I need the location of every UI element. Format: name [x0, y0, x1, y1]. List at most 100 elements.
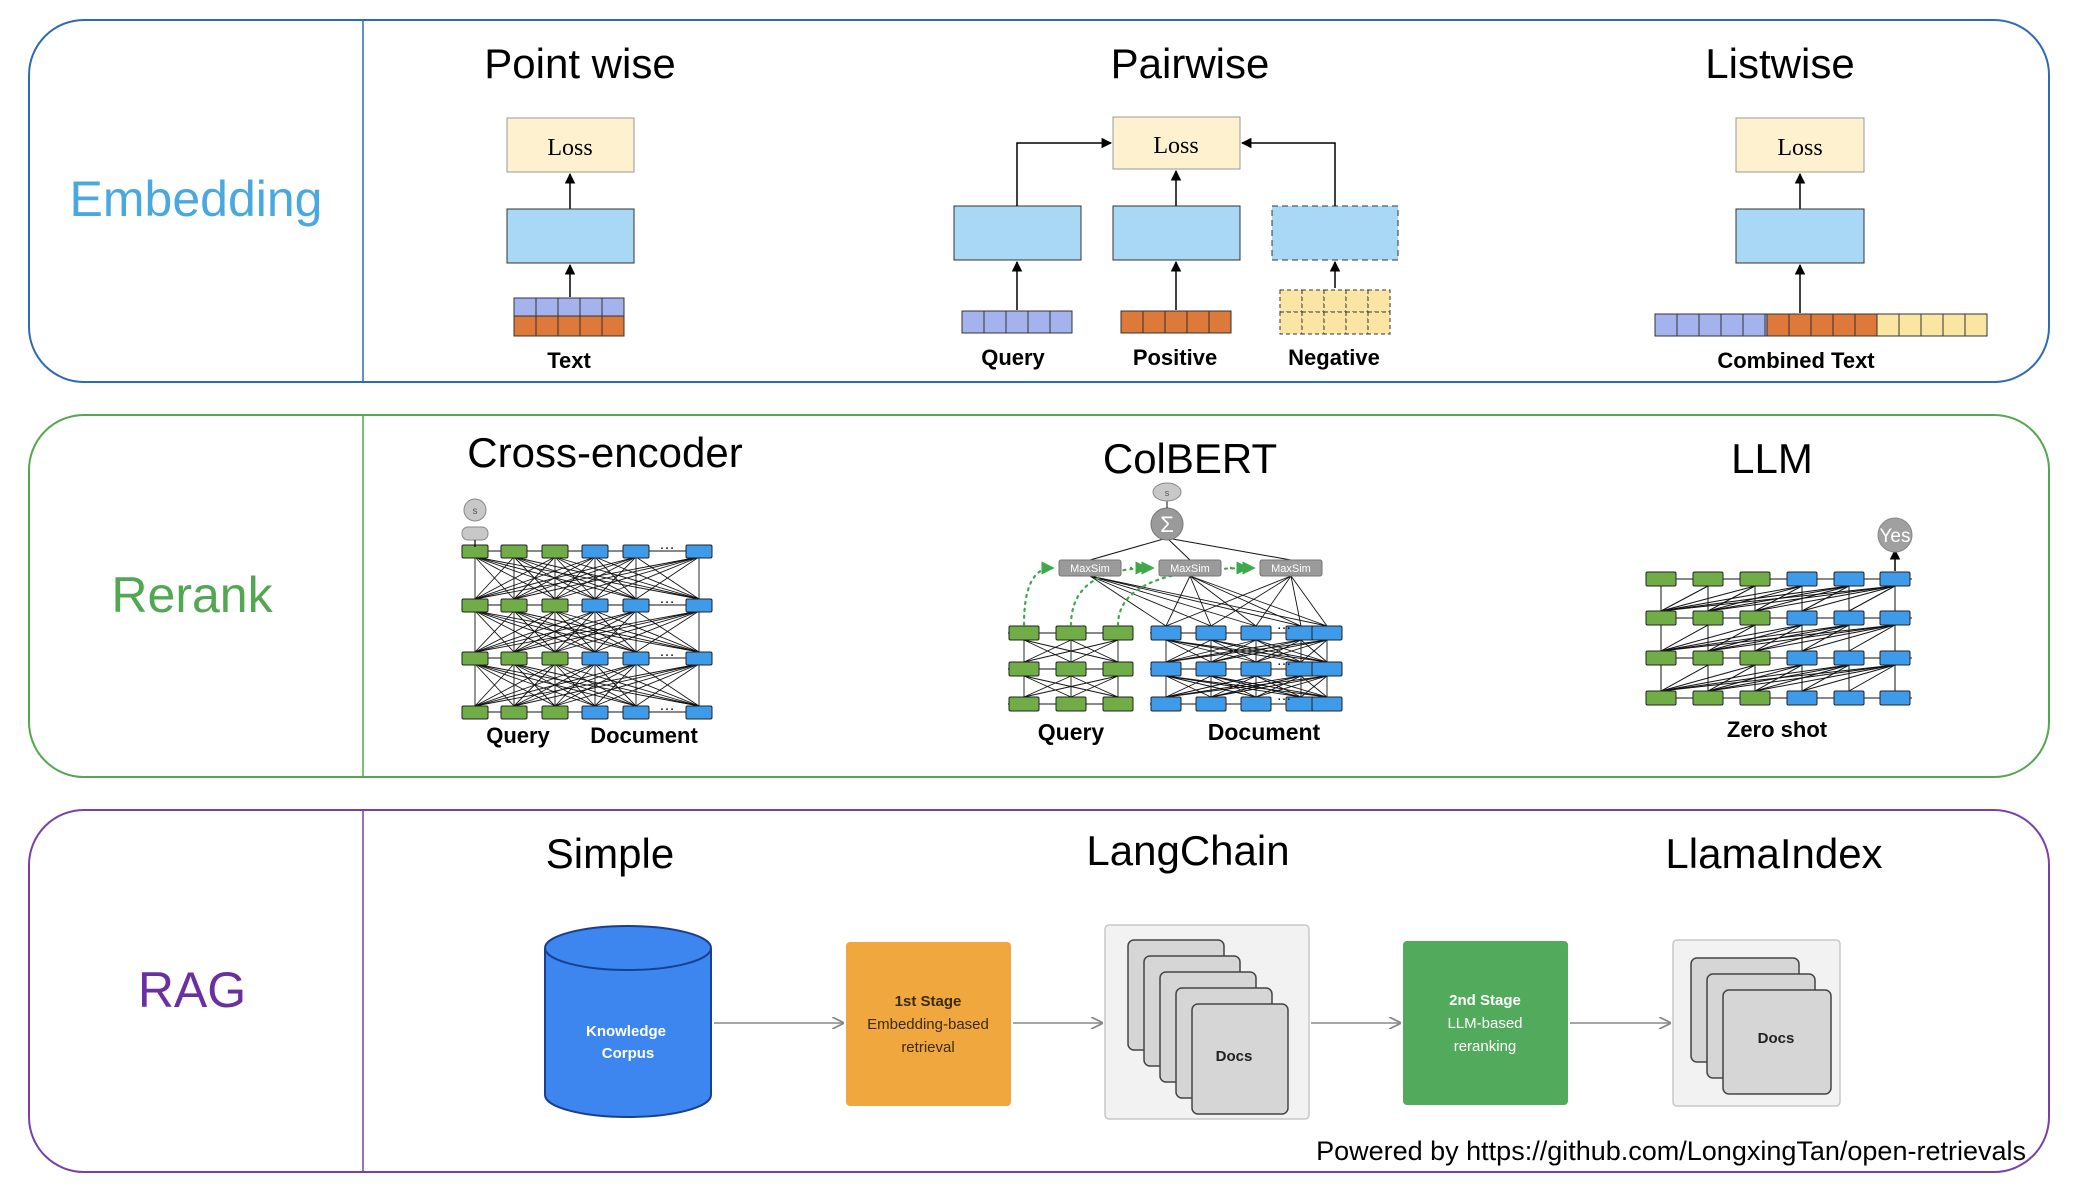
attention-link [554, 663, 637, 707]
query-token [513, 297, 537, 317]
query-token [1676, 313, 1700, 337]
stage1-line3: retrieval [901, 1039, 954, 1056]
document-node [581, 705, 609, 720]
causal-links [1660, 585, 1896, 692]
llm-panel: LLM Yes Zero shot [1645, 435, 1913, 742]
query-token [535, 297, 559, 317]
negative-token [1898, 313, 1922, 337]
query-token [961, 310, 985, 334]
generated-node [1786, 571, 1818, 587]
rag-row: RAG [28, 809, 2050, 1173]
document-link [1300, 639, 1328, 663]
query-node [461, 651, 489, 666]
query-node [500, 544, 528, 559]
query-node [1008, 661, 1040, 677]
query-node [1008, 625, 1040, 641]
causal-link [1660, 585, 1709, 612]
maxsim-link [1089, 575, 1257, 627]
positive-token [513, 315, 537, 337]
pointwise-loss-box [506, 117, 635, 173]
document-link [1165, 639, 1302, 663]
maxsim-link [1189, 575, 1212, 627]
query-node [541, 651, 569, 666]
query-link [1023, 639, 1119, 663]
causal-link [1660, 624, 1709, 652]
generated-node [1833, 610, 1865, 626]
prompt-node [1739, 650, 1771, 666]
prompt-node [1692, 610, 1724, 626]
pairwise-tokens [961, 289, 1391, 335]
ellipsis-label: … [659, 536, 675, 553]
causal-link [1801, 624, 1850, 652]
pairwise-positive-encoder [1112, 205, 1241, 261]
attention-link [554, 663, 700, 707]
query-to-maxsim-arrow [1116, 561, 1256, 627]
cross-encoder-network: ………… [461, 536, 713, 720]
causal-link [1848, 664, 1896, 692]
query-node [541, 705, 569, 720]
positive-token [1766, 313, 1790, 337]
prompt-node [1739, 610, 1771, 626]
prompt-node [1739, 571, 1771, 587]
maxsim-label: MaxSim [1070, 563, 1110, 575]
query-token [1049, 310, 1073, 334]
document-node [581, 651, 609, 666]
maxsim-link [1255, 575, 1292, 627]
document-link [1255, 675, 1328, 698]
attention-link [474, 610, 596, 653]
attention-link [474, 556, 637, 600]
negative-token [1345, 289, 1369, 313]
rerank-row: Rerank [28, 414, 2050, 778]
negative-token [1323, 311, 1347, 335]
pointwise-title: Point wise [484, 40, 675, 87]
maxsim-link [1089, 575, 1328, 627]
positive-token [1208, 310, 1232, 334]
document-node [1150, 696, 1182, 712]
attention-link [474, 663, 515, 707]
maxsim-box [1259, 559, 1323, 577]
llm-output-label: Yes [1880, 526, 1911, 547]
stage2-line2: LLM-based [1447, 1015, 1522, 1032]
stage1-line2: Embedding-based [867, 1016, 989, 1033]
prompt-node [1692, 690, 1724, 706]
attention-link [474, 663, 700, 707]
document-link [1165, 675, 1257, 698]
maxsim-link [1089, 575, 1167, 627]
document-node [685, 651, 713, 666]
document-node [1195, 625, 1227, 641]
attention-link [594, 556, 637, 600]
doc-page [1722, 989, 1832, 1095]
listwise-input-label: Combined Text [1717, 348, 1875, 373]
retrieved-docs-stack [1127, 939, 1289, 1115]
generated-node [1879, 571, 1911, 587]
query-node [1102, 625, 1134, 641]
stage2-line1: 2nd Stage [1449, 992, 1521, 1009]
colbert-title: ColBERT [1103, 435, 1277, 482]
query-node [1102, 696, 1134, 712]
pairwise-panel: Pairwise Loss Query Positive Negative [953, 40, 1399, 370]
causal-link [1801, 585, 1850, 612]
query-token [983, 310, 1007, 334]
query-token [1742, 313, 1766, 337]
positive-token [579, 315, 603, 337]
document-node [622, 705, 650, 720]
prompt-node [1645, 650, 1677, 666]
query-token [579, 297, 603, 317]
attention-link [474, 610, 637, 653]
document-node [685, 705, 713, 720]
generated-node [1833, 690, 1865, 706]
attention-link [474, 610, 700, 653]
document-link [1210, 639, 1302, 663]
document-node [1195, 696, 1227, 712]
negative-token [1279, 311, 1303, 335]
attention-link [554, 610, 700, 653]
pairwise-negative-encoder [1271, 205, 1399, 261]
colbert-layer-links [1023, 639, 1328, 698]
cross-encoder-score-label: s [473, 506, 478, 517]
attention-link [513, 610, 637, 653]
document-node [1150, 661, 1182, 677]
document-node [685, 544, 713, 559]
maxsim-label: MaxSim [1170, 563, 1210, 575]
causal-link [1848, 585, 1896, 612]
attention-link [635, 556, 700, 600]
